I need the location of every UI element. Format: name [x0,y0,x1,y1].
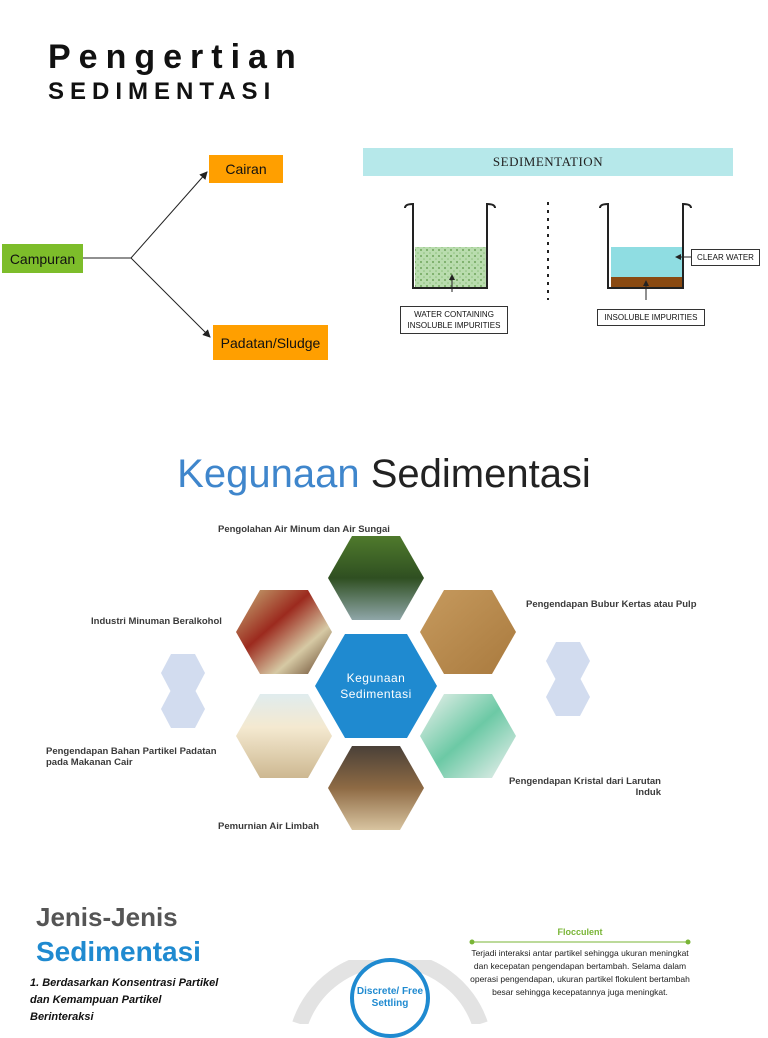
sedimentation-illustration [404,202,692,300]
hex-center [315,634,437,738]
slide3-title-line2: Sedimentasi [36,936,201,967]
settling-ring [292,960,488,1024]
hex-bottles [236,590,332,674]
slide2-title-blue: Kegunaan [177,452,360,496]
flocculent-title: Flocculent [557,927,603,937]
node-campuran: Campuran [2,244,83,273]
discrete-settling-circle: Discrete/ Free Settling [350,958,430,1038]
label-pengolahan-air: Pengolahan Air Minum dan Air Sungai [218,524,390,535]
tree-connectors [83,171,211,338]
flocculent-divider [469,939,691,945]
flocculent-description: Terjadi interaksi antar partikel sehingg… [470,948,690,997]
hex-waste-water [328,746,424,830]
slide1-title: Pengertian [48,38,304,76]
slide2-title: Kegunaan Sedimentasi [0,452,768,497]
hex-center-label: Kegunaan Sedimentasi [300,670,452,702]
decor-hexes-right [546,642,590,716]
slide2-title-dark: Sedimentasi [370,452,591,496]
hex-crystal [420,694,516,778]
label-insoluble-impurities: INSOLUBLE IMPURITIES [597,309,705,326]
hex-center-line1: Kegunaan [346,671,406,685]
sedimentation-banner: SEDIMENTATION [363,148,733,176]
slide3-subtitle: 1. Berdasarkan Konsentrasi Partikel dan … [30,977,219,1023]
label-bubur-kertas: Pengendapan Bubur Kertas atau Pulp [526,599,697,610]
hex-center-line2: Sedimentasi [340,687,412,701]
hex-liquid-food [236,694,332,778]
label-clear-water: CLEAR WATER [691,249,760,266]
node-cairan: Cairan [209,155,283,183]
decor-hexes-left [161,654,205,728]
slide3-title-line1: Jenis-Jenis [36,902,178,932]
label-kristal: Pengendapan Kristal dari Larutan Induk [508,776,661,798]
hex-forest-river [328,536,424,620]
label-industri-minuman: Industri Minuman Beralkohol [91,616,222,627]
hexagon-cluster [236,536,516,830]
label-water-containing: WATER CONTAINING INSOLUBLE IMPURITIES [400,306,508,334]
hex-pulp [420,590,516,674]
label-bahan-partikel: Pengendapan Bahan Partikel Padatan pada … [46,746,217,768]
slide1-subtitle: SEDIMENTASI [48,78,277,105]
node-padatan: Padatan/Sludge [213,325,328,360]
label-pemurnian-limbah: Pemurnian Air Limbah [218,821,319,832]
